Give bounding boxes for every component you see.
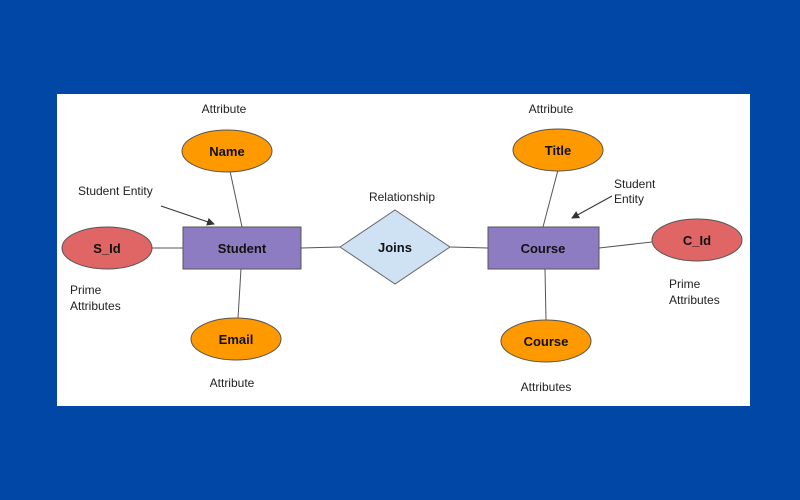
attribute-title-shape <box>512 128 604 172</box>
annotation-student-entity-right-line1: Student <box>614 177 656 191</box>
attribute-course: Course <box>500 319 592 363</box>
attribute-course-label: Course <box>524 334 569 349</box>
entity-course: Course <box>487 226 600 270</box>
entity-student-label: Student <box>218 241 267 256</box>
annotation-prime-left-line2: Attributes <box>70 299 121 313</box>
annotation-prime-right-line1: Prime <box>669 277 701 291</box>
attribute-sid-shape <box>61 226 153 270</box>
entity-course-box <box>487 226 600 270</box>
relationship-diamond <box>339 209 451 285</box>
attribute-sid-label: S_Id <box>93 241 121 256</box>
connector-student-email <box>237 268 242 319</box>
annotation-student-entity-right-line2: Entity <box>614 192 644 206</box>
attribute-email-label: Email <box>219 332 254 347</box>
annotation-attribute-top-right: Attribute <box>529 102 574 116</box>
attribute-name: Name <box>181 129 273 173</box>
connector-course-title <box>542 169 559 228</box>
attribute-cid-shape <box>651 218 743 262</box>
entity-course-label: Course <box>521 241 566 256</box>
connector-student-name <box>229 170 243 228</box>
student-entity-arrow <box>160 205 215 226</box>
connector-course-course-attr <box>544 268 547 321</box>
attribute-title-label: Title <box>545 143 572 158</box>
annotation-attributes-bottom-right: Attributes <box>521 380 572 394</box>
course-entity-arrow <box>571 195 613 219</box>
attribute-cid-label: C_Id <box>683 233 711 248</box>
connector-course-cid <box>598 241 653 249</box>
annotation-prime-left-line1: Prime <box>70 283 102 297</box>
attribute-title: Title <box>512 128 604 172</box>
annotation-relationship: Relationship <box>369 190 435 204</box>
attribute-email: Email <box>190 317 282 361</box>
attribute-name-label: Name <box>209 144 244 159</box>
attribute-name-shape <box>181 129 273 173</box>
relationship-label: Joins <box>378 240 412 255</box>
entity-student-box <box>182 226 302 270</box>
annotation-prime-right-line2: Attributes <box>669 293 720 307</box>
attribute-cid: C_Id <box>651 218 743 262</box>
relationship-joins: Joins <box>339 209 451 285</box>
annotation-student-entity-left: Student Entity <box>78 184 153 198</box>
annotation-attribute-top-left: Attribute <box>202 102 247 116</box>
annotation-attribute-bottom-left: Attribute <box>210 376 255 390</box>
attribute-sid: S_Id <box>61 226 153 270</box>
attribute-email-shape <box>190 317 282 361</box>
connector-joins-course <box>449 246 489 249</box>
connector-student-joins <box>300 246 341 249</box>
entity-student: Student <box>182 226 302 270</box>
attribute-course-shape <box>500 319 592 363</box>
